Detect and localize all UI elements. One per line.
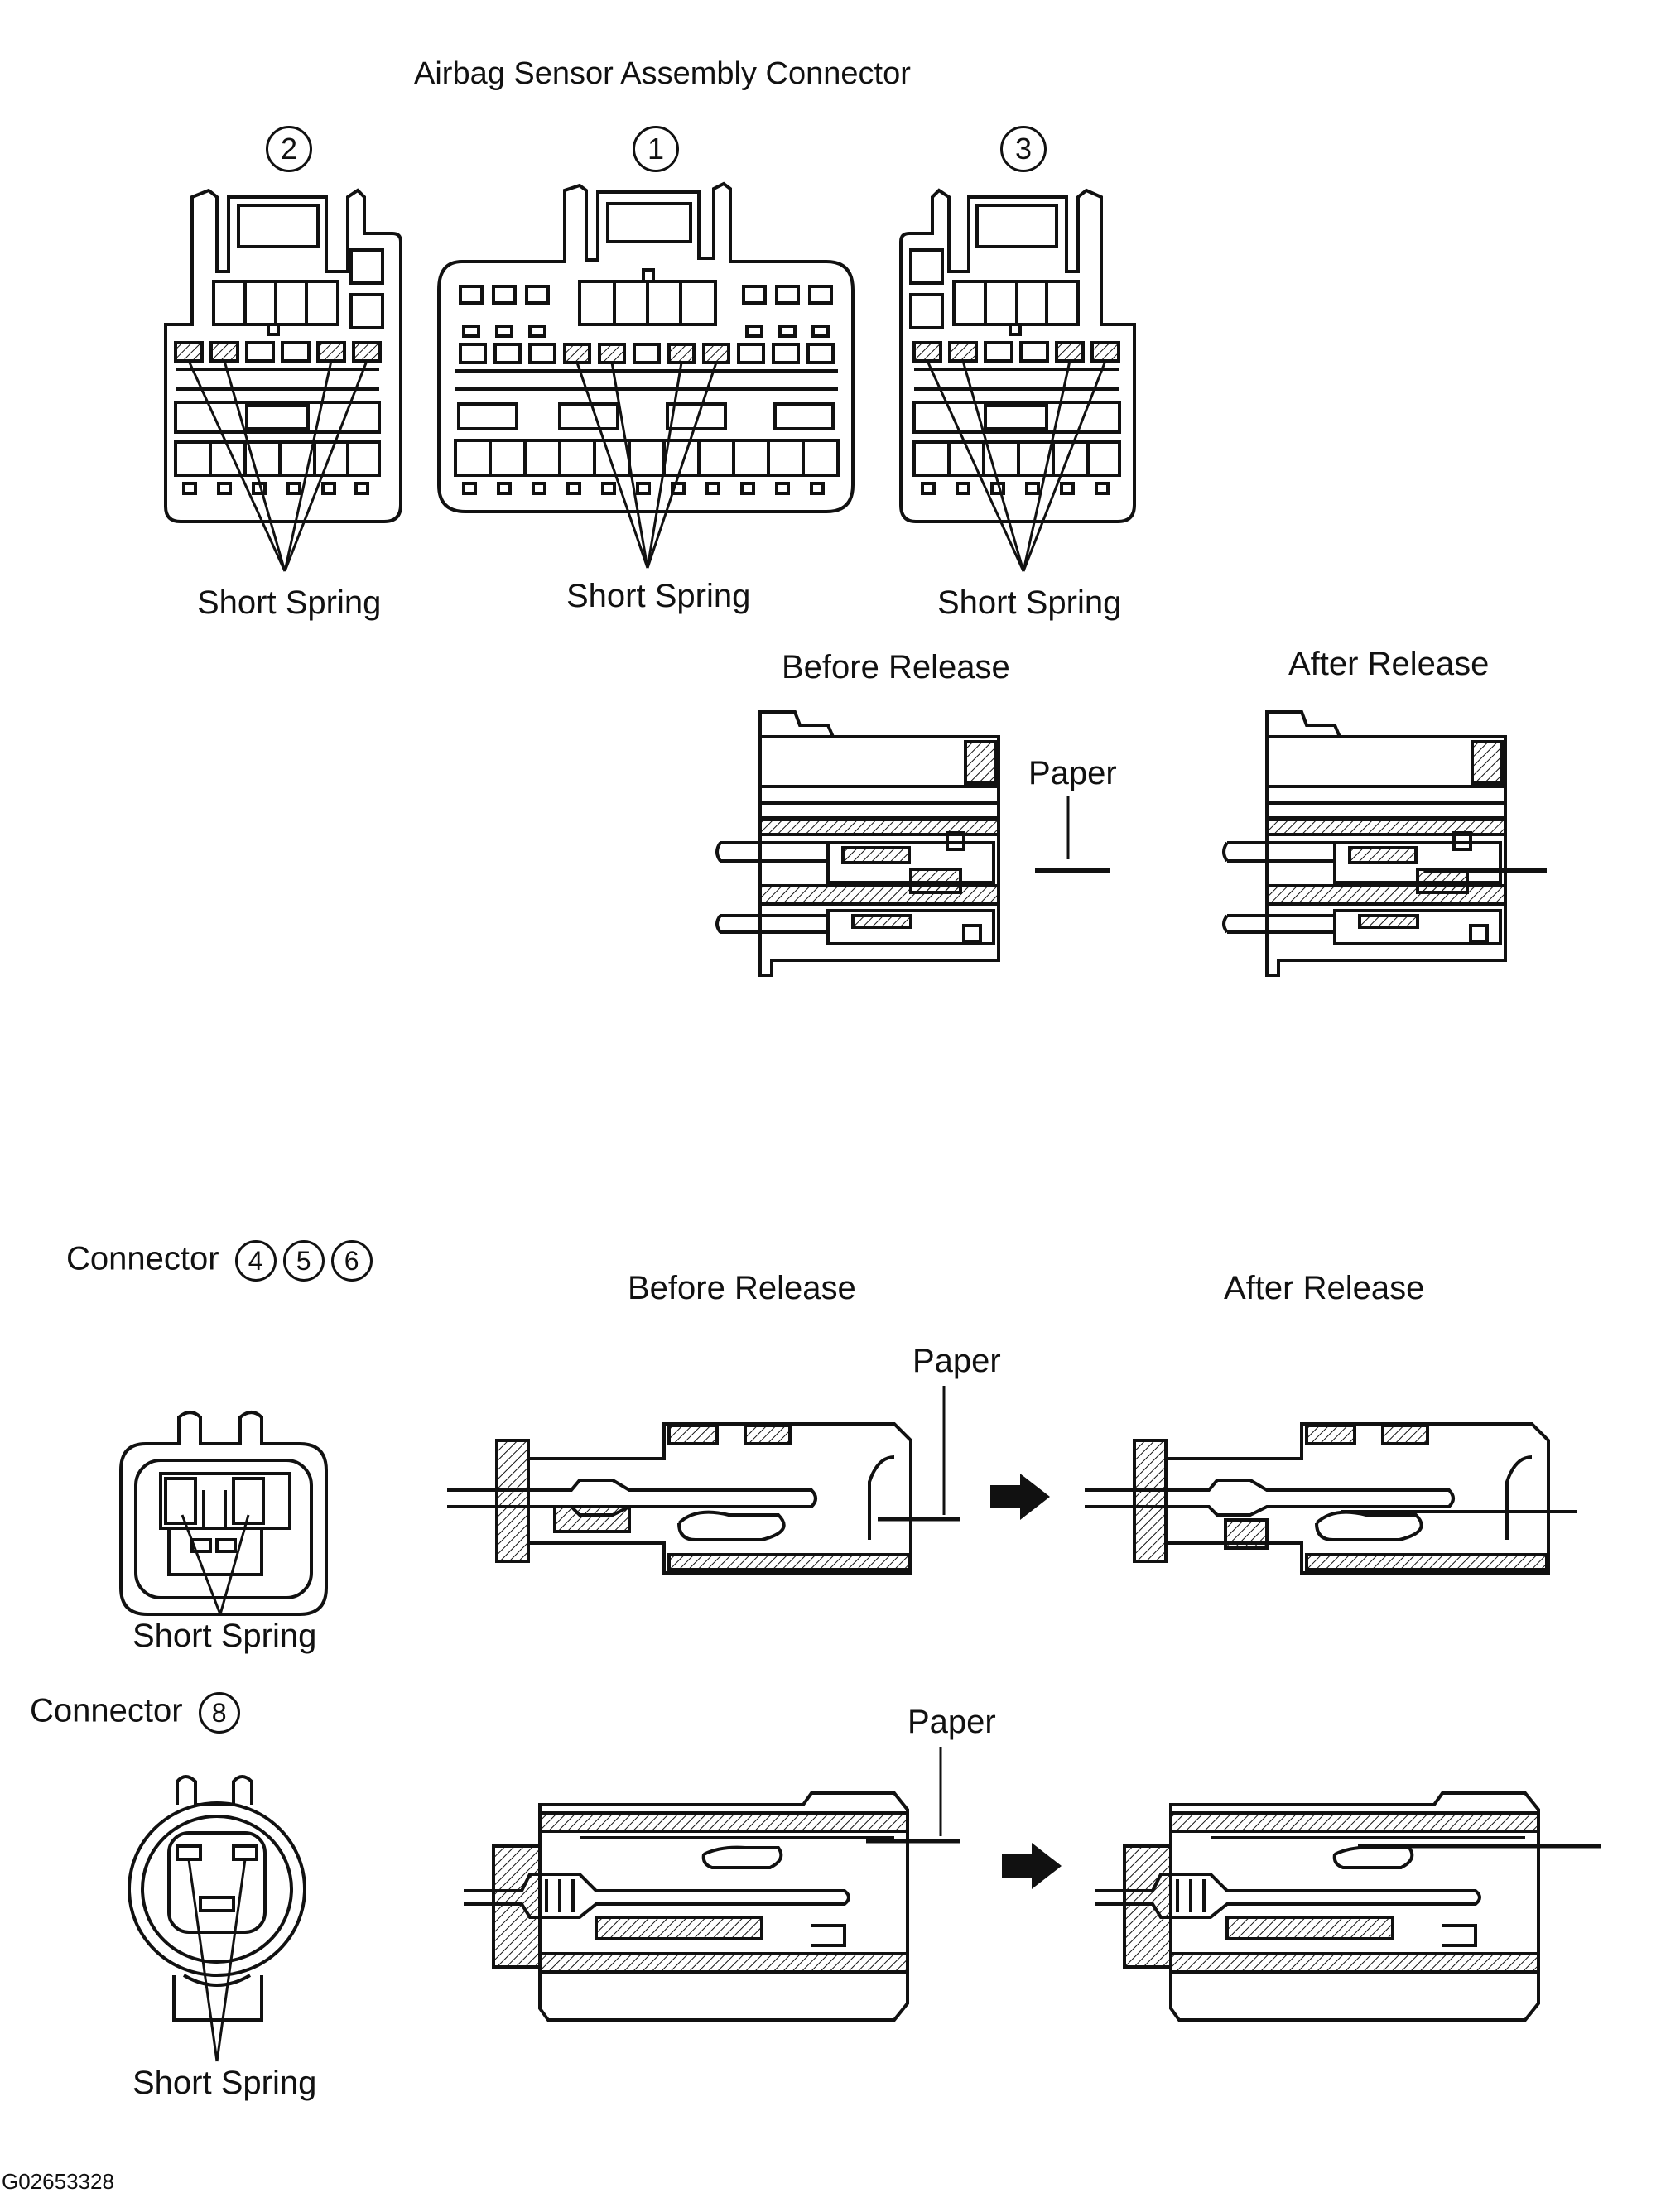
connector-8-face — [128, 1775, 306, 2022]
right-arrow-icon — [990, 1474, 1050, 1520]
connector-6-number: 6 — [330, 1240, 373, 1282]
connector-8-label: Connector 8 — [30, 1692, 240, 1734]
connector-1-leaders — [575, 362, 718, 569]
connector-8-leaders — [187, 1859, 247, 2062]
short-spring-label-3: Short Spring — [937, 584, 1122, 621]
sensor-cross-section-before — [715, 710, 1000, 977]
connector-8-short-spring-label: Short Spring — [132, 2065, 317, 2101]
connector-8-number: 8 — [198, 1692, 240, 1734]
connector-8-cross-before — [464, 1791, 909, 2022]
connector-456-short-spring-label: Short Spring — [132, 1618, 317, 1654]
connector-8-cross-after — [1095, 1791, 1540, 2022]
sensor-before-release-label: Before Release — [782, 649, 1010, 685]
connector-1-number: 1 — [626, 126, 679, 172]
connector-8-paper-label: Paper — [908, 1704, 996, 1740]
sensor-paper-label: Paper — [1028, 755, 1117, 791]
connector-1-face — [437, 181, 855, 513]
connector-8-text: Connector — [30, 1692, 183, 1729]
figure-id: G02653328 — [2, 2169, 114, 2194]
sensor-cross-section-after — [1222, 710, 1507, 977]
connector-456-leaders — [181, 1514, 250, 1615]
connector-456-paper-label: Paper — [912, 1343, 1001, 1379]
connector-2-face — [164, 188, 402, 523]
connector-2-leaders — [187, 360, 368, 572]
connector-2-number: 2 — [259, 126, 312, 172]
connector-456-text: Connector — [66, 1240, 219, 1277]
short-spring-label-1: Short Spring — [566, 578, 751, 614]
connector-456-face — [119, 1411, 328, 1616]
connector-456-cross-before — [447, 1422, 912, 1575]
sensor-after-release-label: After Release — [1288, 646, 1490, 682]
connector-5-number: 5 — [282, 1240, 325, 1282]
short-spring-label-2: Short Spring — [197, 584, 382, 621]
connector-3-leaders — [926, 360, 1107, 572]
connector-4-number: 4 — [234, 1240, 277, 1282]
connector-456-after-release-label: After Release — [1224, 1270, 1425, 1306]
connector-456-before-release-label: Before Release — [628, 1270, 856, 1306]
connector-3-face — [899, 188, 1136, 523]
right-arrow-icon — [1002, 1843, 1062, 1889]
connector-456-cross-after — [1085, 1422, 1550, 1575]
connector-3-number: 3 — [994, 126, 1047, 172]
page-title: Airbag Sensor Assembly Connector — [414, 56, 911, 91]
